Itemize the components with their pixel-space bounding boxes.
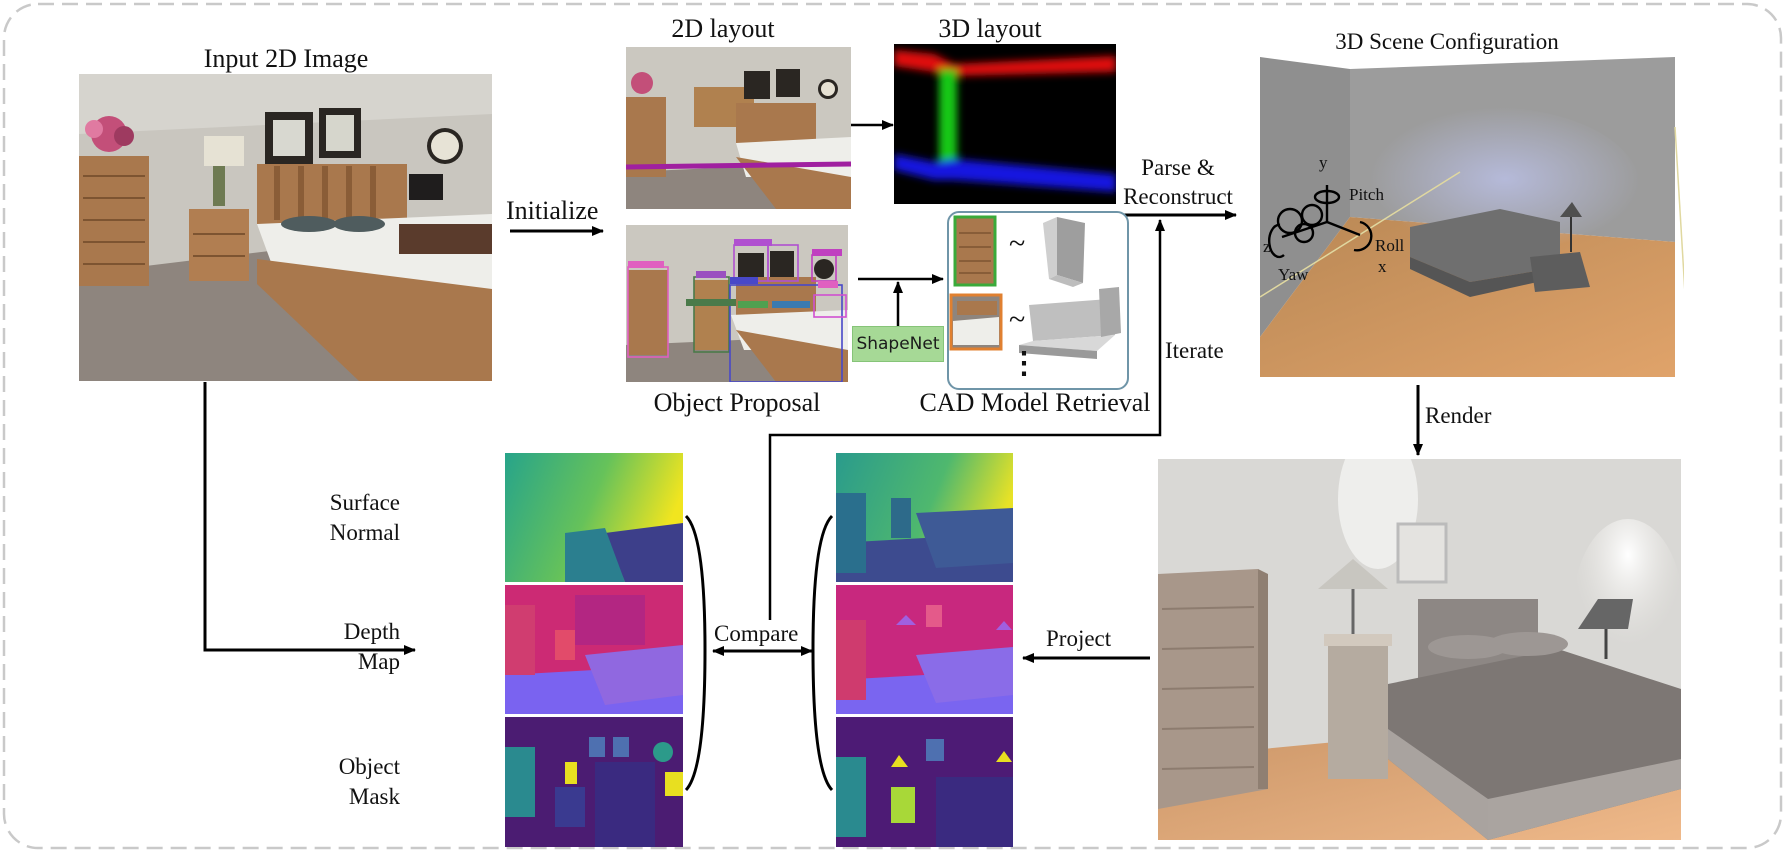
- layout-2d-image: [626, 47, 851, 209]
- object-proposal-image: [626, 225, 848, 382]
- surface-normal-label-line1: Surface: [329, 490, 400, 515]
- pitch-label: Pitch: [1349, 185, 1384, 204]
- initialize-label: Initialize: [506, 196, 599, 225]
- object-mask-label-line2: Mask: [348, 784, 400, 809]
- shapenet-box: ShapeNet: [852, 326, 944, 362]
- depth-map-label-line2: Map: [357, 649, 400, 674]
- iterate-label: Iterate: [1165, 338, 1224, 363]
- input-depth-map-image: [505, 585, 683, 714]
- layout-2d-title: 2D layout: [671, 14, 775, 43]
- rendered-scene-image: [1158, 459, 1681, 840]
- scene-config-title: 3D Scene Configuration: [1335, 29, 1559, 54]
- object-mask-label: Object Mask: [339, 752, 400, 812]
- iterate-arrow: [768, 219, 1165, 620]
- input-image-title: Input 2D Image: [203, 44, 369, 73]
- render-object-mask-image: [836, 717, 1013, 847]
- input-to-depth-arrow: [203, 382, 416, 655]
- render-label: Render: [1425, 403, 1492, 428]
- parse-label-line2: Reconstruct: [1123, 184, 1233, 209]
- parse-label-line1: Parse &: [1141, 155, 1215, 180]
- roll-label: Roll: [1375, 236, 1405, 255]
- cad-retrieval-box: ~ ~ ⋮: [947, 211, 1129, 390]
- object-mask-label-line1: Object: [338, 754, 400, 779]
- render-depth-map-image: [836, 585, 1013, 714]
- object-proposal-caption: Object Proposal: [653, 388, 821, 417]
- input-object-mask-image: [505, 717, 683, 847]
- scene-config-image: y Pitch z Roll x Yaw: [1260, 57, 1684, 377]
- compare-label: Compare: [714, 621, 799, 646]
- similarity-symbol-2: ~: [1009, 303, 1026, 336]
- surface-normal-label: Surface Normal: [330, 488, 400, 548]
- surface-normal-label-line2: Normal: [329, 520, 400, 545]
- cad-retrieval-caption: CAD Model Retrieval: [919, 388, 1151, 417]
- axis-x-label: x: [1378, 257, 1387, 276]
- depth-map-label-line1: Depth: [343, 619, 400, 644]
- layout-3d-title: 3D layout: [938, 14, 1042, 43]
- yaw-label: Yaw: [1278, 265, 1309, 284]
- axis-z-label: z: [1263, 237, 1271, 256]
- render-surface-normal-image: [836, 453, 1013, 582]
- depth-map-label: Depth Map: [344, 617, 400, 677]
- more-ellipsis: ⋮: [1009, 347, 1039, 380]
- similarity-symbol-1: ~: [1009, 227, 1026, 260]
- right-bracket: [811, 514, 834, 792]
- project-label: Project: [1046, 626, 1112, 651]
- input-surface-normal-image: [505, 453, 683, 582]
- left-bracket: [684, 514, 707, 792]
- input-image: [79, 74, 492, 381]
- layout-3d-image: [894, 44, 1116, 204]
- axis-y-label: y: [1319, 153, 1328, 172]
